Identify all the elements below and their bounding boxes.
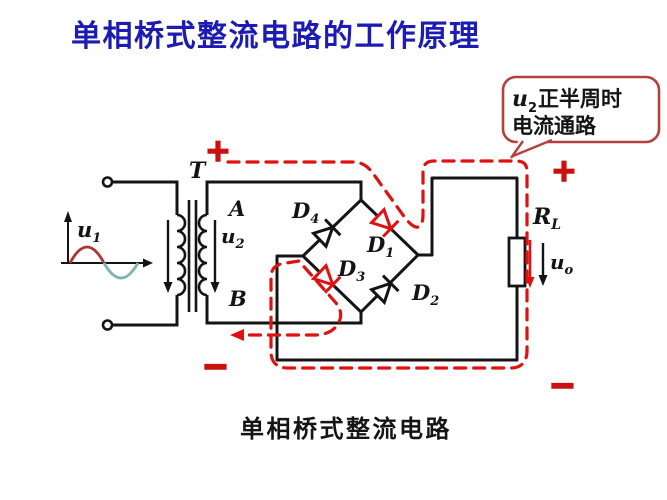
diode-d4 — [310, 218, 342, 250]
diode-d3-conducting — [310, 262, 342, 294]
d1-label: D1 — [366, 232, 394, 261]
down-arrow-icon — [163, 282, 173, 293]
callout-bubble: u2正半周时 电流通路 — [501, 75, 661, 159]
transformer-label: T — [189, 158, 207, 184]
rl-label: RL — [532, 204, 561, 233]
u1-label: u1 — [77, 217, 101, 246]
figure-caption: 单相桥式整流电路 — [240, 415, 452, 443]
input-terminal-top — [101, 176, 114, 188]
uo-label: uo — [550, 250, 574, 278]
input-waveform: u1 — [61, 211, 153, 280]
uo-direction-arrow — [538, 243, 548, 286]
callout-line1: u2正半周时 — [512, 86, 622, 116]
sine-negative-half — [102, 262, 140, 280]
transformer-secondary — [197, 180, 363, 325]
d3-label: D3 — [337, 256, 365, 285]
down-arrow-icon — [210, 282, 220, 293]
u2-label: u2 — [221, 224, 245, 252]
current-path-left-arrow-icon — [230, 329, 244, 341]
negative-rail — [275, 254, 519, 362]
axis-right-arrow-icon — [143, 258, 153, 268]
sine-positive-half — [68, 245, 106, 264]
wire-node-a — [205, 180, 363, 215]
plus-sign-right: + — [551, 153, 577, 189]
diode-d1-conducting — [368, 206, 400, 238]
callout-tail — [510, 138, 553, 159]
load-resistor — [507, 236, 527, 288]
input-terminal-bottom — [101, 319, 114, 331]
transformer-primary — [101, 176, 187, 331]
down-arrow-icon — [538, 275, 548, 286]
d4-label: D4 — [291, 198, 319, 227]
node-a-label: A — [227, 196, 245, 221]
minus-sign-left: − — [202, 347, 229, 385]
axis-up-arrow-icon — [64, 211, 72, 222]
wire-node-b — [205, 295, 363, 325]
node-b-label: B — [228, 286, 247, 311]
plus-sign-left: + — [205, 133, 231, 169]
minus-sign-right: − — [549, 366, 576, 404]
diode-d2 — [368, 274, 400, 306]
d2-label: D2 — [411, 280, 439, 309]
positive-rail — [418, 176, 519, 257]
current-path-dashed — [226, 159, 529, 370]
secondary-coil — [197, 213, 208, 297]
primary-coil — [176, 213, 187, 297]
page-title: 单相桥式整流电路的工作原理 — [71, 19, 481, 54]
transformer-core — [187, 200, 198, 312]
bridge-diamond — [301, 198, 420, 314]
callout-line2: 电流通路 — [512, 114, 597, 138]
